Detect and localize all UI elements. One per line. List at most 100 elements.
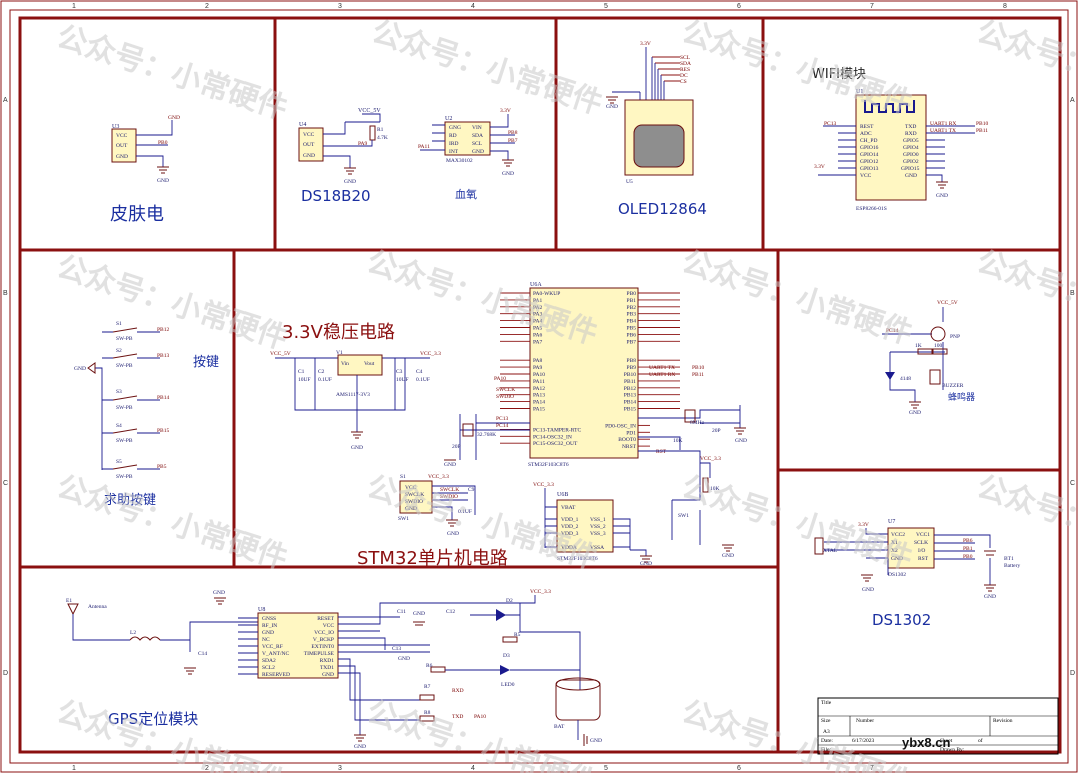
svg-text:SW-PB: SW-PB <box>116 438 133 444</box>
u6b-body <box>556 499 614 553</box>
gps-left-pin-3: NC <box>262 637 270 643</box>
ds1302-circuit: 3.3V U7 VCC2 X1 X2 GND VCC1 SCLK I/O RST… <box>814 519 1020 629</box>
u6a-left-pin-9: PA9 <box>533 365 543 371</box>
gps-module-body <box>257 612 339 679</box>
d3-ref: D3 <box>503 653 510 659</box>
u1-left-pins: REST ADC CH_PD GPIO16 GPIO14 GPIO12 GPIO… <box>860 124 879 179</box>
r-reset-val: 10K <box>710 486 720 492</box>
zone-col-7: 7 <box>870 3 874 10</box>
switch-s1: S1 SW-PB PB12 <box>102 321 169 342</box>
u4-pin-out: OUT <box>303 142 315 148</box>
inductor-l2 <box>129 636 161 641</box>
u2-pin-sda: SDA <box>472 133 483 139</box>
xtal-gnd: GND <box>444 462 456 468</box>
swd-swclk: SWCLK <box>440 487 459 493</box>
svg-text:S1: S1 <box>116 321 122 327</box>
sw1-swd: SW1 <box>398 516 409 522</box>
u2-pin-scl: SCL <box>472 141 483 147</box>
zone-col-5: 5 <box>604 3 608 10</box>
l2-ref: L2 <box>130 630 136 636</box>
svg-text:PB5: PB5 <box>157 464 167 470</box>
battery-body <box>555 679 601 721</box>
skin-pb0-net: PB0 <box>158 140 168 146</box>
u6a-right-pin-3: PB3 <box>627 312 637 318</box>
watermark-7: 公众号：小常硬件 <box>678 244 917 351</box>
svg-text:S2: S2 <box>116 348 122 354</box>
ldo-vcc33: VCC_3.3 <box>420 351 441 357</box>
d4148-label: 4148 <box>900 376 911 382</box>
oled-gnd: GND <box>606 104 618 110</box>
u2-pin-gnd: GND <box>472 149 484 155</box>
section-title-ds1302: DS1302 <box>872 611 931 629</box>
oled-v33: 3.3V <box>640 41 651 47</box>
gps-left-pin-8: RESERVED <box>262 672 290 678</box>
watermark-9: 公众号：小常硬件 <box>53 469 292 576</box>
svg-text:PB14: PB14 <box>157 395 169 401</box>
section-title-ldo: 3.3V稳压电路 <box>282 322 395 343</box>
ds1302-v33: 3.3V <box>858 522 869 528</box>
svg-text:GPIO12: GPIO12 <box>860 159 879 165</box>
zone-col-4-bottom: 4 <box>471 765 475 772</box>
zone-row-markers: A B C D A B C D <box>3 97 1075 677</box>
svg-text:VCC: VCC <box>860 173 872 179</box>
u6a-left-pin-3: PA3 <box>533 312 543 318</box>
crystal-32k-label: 32.768K <box>477 432 496 438</box>
bt1-desc: Battery <box>1004 563 1020 569</box>
gps-gnd-top: GND <box>213 590 225 596</box>
svg-text:GPIO13: GPIO13 <box>860 166 879 172</box>
watermark-15: 公众号：小常硬件 <box>678 694 917 773</box>
svg-text:SWCLK: SWCLK <box>405 492 424 498</box>
svg-text:VSS_3: VSS_3 <box>590 531 606 537</box>
c14-ref: C14 <box>198 651 207 657</box>
c4-val: 0.1UF <box>416 377 430 383</box>
zone-col-4: 4 <box>471 3 475 10</box>
crystal-8m <box>684 409 696 423</box>
section-title-help-key: 求助按键 <box>104 493 156 508</box>
switch-s2: S2 SW-PB PB13 <box>102 348 169 369</box>
oled-circuit: 3.3V SCL SDA RES DC CS GND U5 OLED12864 <box>606 41 707 218</box>
section-title-ds18b20: DS18B20 <box>301 187 371 205</box>
gps-left-pins: GNSSRF_INGNDNCVCC_RFV_ANT/NCSDA2SCL2RESE… <box>238 616 290 678</box>
watermark-4: 公众号：小常硬件 <box>973 14 1078 121</box>
bt1-ref: BT1 <box>1004 556 1014 562</box>
max-pb8-net: PB8 <box>508 130 518 136</box>
zone-col-5-bottom: 5 <box>604 765 608 772</box>
mcu-rst: RST <box>656 449 667 455</box>
c3-ref: C3 <box>396 369 403 375</box>
svg-text:VDD_2: VDD_2 <box>561 524 579 530</box>
wifi-gnd: GND <box>936 193 948 199</box>
u6a-left-pin-10: PA10 <box>533 372 545 378</box>
svg-text:ADC: ADC <box>860 131 872 137</box>
c2-val: 0.1UF <box>318 377 332 383</box>
wifi-pc13: PC13 <box>824 121 836 127</box>
u6b-vcc33: VCC_3.3 <box>533 482 554 488</box>
u6a-right-pin-5: PB5 <box>627 326 637 332</box>
zone-row-a: A <box>3 97 8 104</box>
zone-col-2-bottom: 2 <box>205 765 209 772</box>
crystal-8m-label: 8MHz <box>690 420 705 426</box>
svg-text:RXD: RXD <box>905 131 917 137</box>
antenna-symbol <box>67 603 79 616</box>
u6a-left-pin-5: PA5 <box>533 326 543 332</box>
r-reset <box>702 477 709 493</box>
u7-body <box>887 527 935 569</box>
section-title-mcu: STM32单片机电路 <box>357 548 508 569</box>
ds1302-gnd: GND <box>862 587 874 593</box>
u6a-right-pin-1: PB1 <box>627 298 637 304</box>
gps-right-pin-2: VCC_IO <box>314 630 334 636</box>
u6a-left-pins: PA0-WKUPPA1PA2PA3PA4PA5PA6PA7PA8PA9PA10P… <box>500 291 581 447</box>
r1-ref: R1 <box>377 127 384 133</box>
r-100-val: 100 <box>934 343 943 349</box>
r-boot: 10K <box>673 438 683 444</box>
u1-ref: U1 <box>856 89 863 95</box>
ds-pa9-net: PA9 <box>358 141 368 147</box>
svg-text:PB12: PB12 <box>157 327 169 333</box>
swd-header-body <box>399 480 433 514</box>
buzzer-vcc5: VCC_5V <box>937 300 958 306</box>
u6a-left-pin-16: PC13-TAMPER-RTC <box>533 427 581 433</box>
gps-left-pin-1: RF_IN <box>262 623 277 629</box>
c5-val: 20P <box>712 428 721 434</box>
oled-screen <box>633 124 685 168</box>
svg-text:SW-PB: SW-PB <box>116 363 133 369</box>
u6a-left-pin-17: PC14-OSC32_IN <box>533 434 572 440</box>
